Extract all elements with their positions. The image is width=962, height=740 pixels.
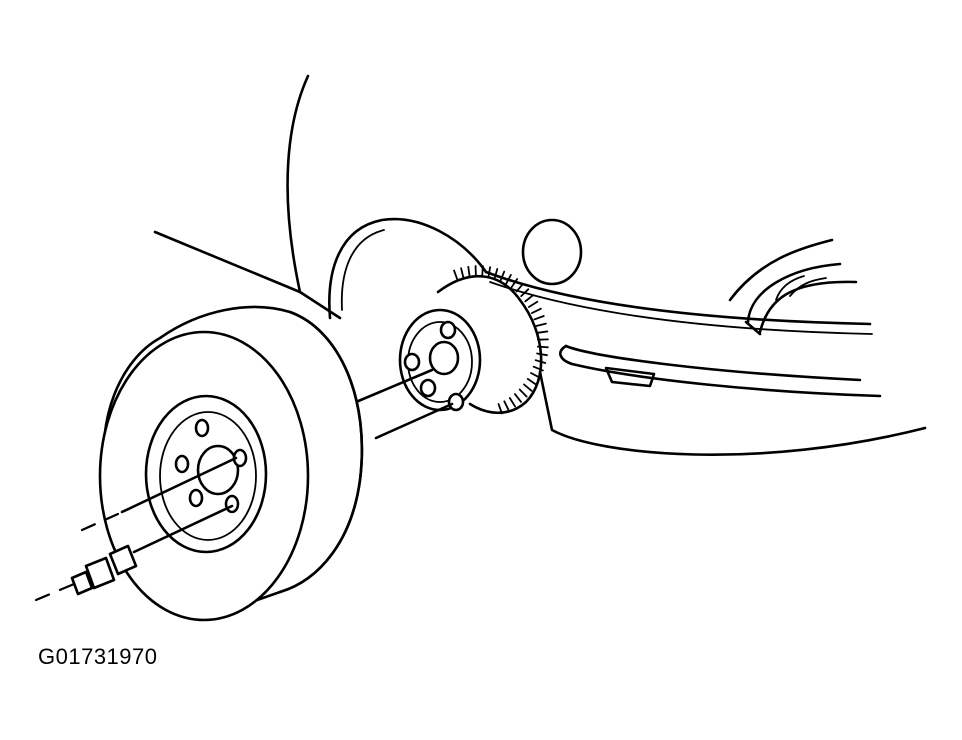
lug-nut xyxy=(84,556,116,590)
figure-code: G01731970 xyxy=(38,644,158,669)
lug-nut xyxy=(108,544,138,576)
drum-serration xyxy=(531,307,542,314)
drum-serration xyxy=(532,365,544,372)
lug-hole xyxy=(188,488,204,508)
lug-alignment-lines xyxy=(34,456,238,602)
drum-serration xyxy=(526,378,537,386)
drum-serration xyxy=(493,268,499,280)
drum-serration xyxy=(460,267,465,279)
lug-hole xyxy=(194,418,210,438)
hub-stud xyxy=(447,392,465,412)
lug-hole xyxy=(174,454,190,474)
drum-serration xyxy=(536,330,549,334)
drum-serration xyxy=(518,388,528,398)
drum-serration xyxy=(533,315,545,321)
drum-serration xyxy=(515,282,524,293)
drum-serration xyxy=(505,273,512,285)
drum-serration xyxy=(534,359,547,364)
drum-serration xyxy=(453,269,459,281)
drum-serration xyxy=(508,397,516,408)
drum-serration xyxy=(524,294,535,303)
drum-serration xyxy=(535,322,547,327)
hub-stud xyxy=(403,352,421,372)
hub-stud xyxy=(439,320,457,340)
drum-serration xyxy=(510,278,519,289)
alignment-lines xyxy=(354,368,454,440)
drum-serration xyxy=(481,265,484,278)
drum-serration xyxy=(527,300,539,308)
hub-stud xyxy=(419,378,437,398)
drum-serration xyxy=(536,345,549,349)
lug-nuts xyxy=(70,544,138,596)
drum-serration xyxy=(520,288,530,298)
drum-serration xyxy=(499,270,506,282)
lug-nut xyxy=(70,570,94,596)
drum-serration xyxy=(530,372,541,379)
drum-serration xyxy=(467,265,471,278)
vehicle-body xyxy=(153,74,927,456)
drum-serration xyxy=(523,383,533,392)
drum-serration xyxy=(503,400,510,412)
lug-hole xyxy=(224,494,240,514)
drum-serration xyxy=(536,352,548,357)
drum-serration xyxy=(497,403,503,415)
drum-serration xyxy=(487,266,492,278)
brake-drum-hub xyxy=(398,265,549,415)
tire-wheel-assembly xyxy=(98,305,364,622)
drum-serration xyxy=(514,393,522,403)
